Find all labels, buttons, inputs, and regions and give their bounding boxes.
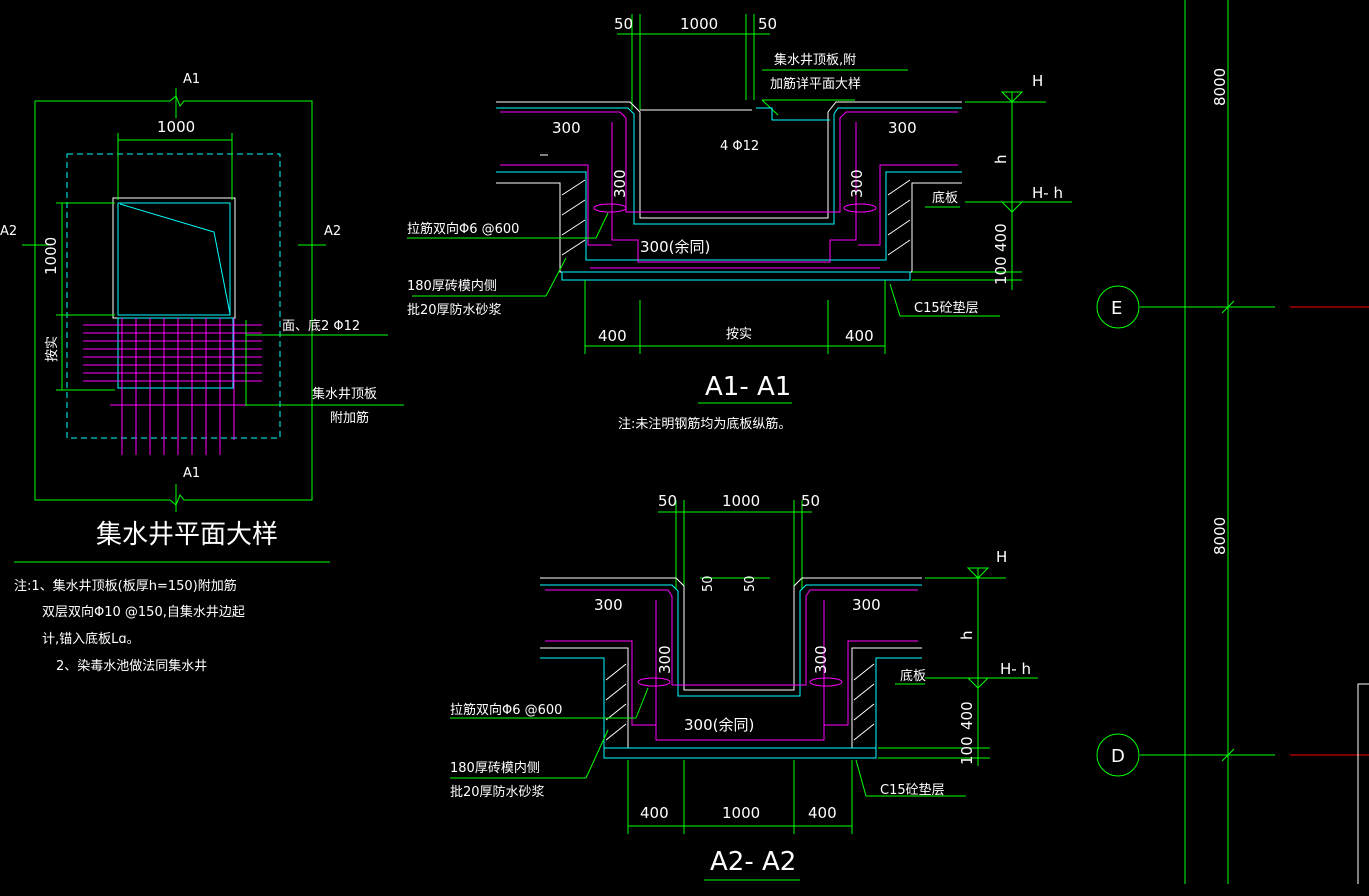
a1-dim-400-r: 400 xyxy=(845,327,874,345)
grid-dim-top: 8000 xyxy=(1211,68,1229,106)
a2-dim-mid: 1000 xyxy=(722,804,760,822)
a2-dim-300-vl: 300 xyxy=(656,645,674,674)
a2-dim-400-l: 400 xyxy=(640,804,669,822)
grid-axes: E D 8000 8000 xyxy=(1096,0,1369,884)
a1-dim-300-bot: 300(余同) xyxy=(640,238,710,256)
plan-dim-side: 1000 xyxy=(42,237,60,275)
a1-lvl-h: H xyxy=(1032,72,1043,90)
a1-dim-400-l: 400 xyxy=(598,327,627,345)
a1-brick-2: 批20厚防水砂浆 xyxy=(407,302,502,318)
plan-label-rebar: 面、底2 Φ12 xyxy=(282,318,360,334)
axis-e-circle xyxy=(1096,285,1140,329)
plan-label-top-slab-1: 集水井顶板 xyxy=(312,386,377,402)
a2-dim-300-l: 300 xyxy=(594,596,623,614)
a1-label-top-1: 集水井顶板,附 xyxy=(774,52,856,68)
a1-dim-50-r: 50 xyxy=(758,15,777,33)
plan-rebar-grid xyxy=(83,318,262,455)
a1-dim-300-vl: 300 xyxy=(611,169,629,198)
a1-note: 注:未注明钢筋均为底板纵筋。 xyxy=(618,416,791,432)
a2-tie: 拉筋双向Φ6 @600 xyxy=(450,702,562,718)
plan-pit-slope xyxy=(119,203,231,315)
plan-title: 集水井平面大样 xyxy=(96,520,278,550)
a2-dim-50-vl: 50 xyxy=(701,575,716,592)
plan-pit-outer xyxy=(112,197,236,319)
a2-dim-50-vr: 50 xyxy=(743,575,758,592)
note-line-2: 双层双向Φ10 @150,自集水井边起 xyxy=(42,604,245,620)
plan-dim-top: 1000 xyxy=(157,118,195,136)
plan-pit-inner xyxy=(117,202,231,316)
a1-dim-300-r: 300 xyxy=(888,119,917,137)
a1-title: A1- A1 xyxy=(705,372,791,402)
a1-dim-100v: 100 xyxy=(992,256,1010,285)
plan-label-top-slab-2: 附加筋 xyxy=(330,410,369,426)
a2-dim-300-r: 300 xyxy=(852,596,881,614)
a2-dim-300-bot: 300(余同) xyxy=(684,716,754,734)
a2-dim-100v: 100 xyxy=(958,736,976,765)
section-a2: 50 1000 50 50 50 300 300 300 300 300(余同)… xyxy=(450,492,1038,881)
a1-tie: 拉筋双向Φ6 @600 xyxy=(407,221,519,237)
note-line-1: 注:1、集水井顶板(板厚h=150)附加筋 xyxy=(14,578,237,594)
a1-dim-mid: 按实 xyxy=(726,327,752,342)
section-a1: 50 1000 50 集水井顶板,附 加筋详平面大样 4 Φ12 300 300… xyxy=(407,14,1072,432)
a1-dim-400v: 400 xyxy=(992,223,1010,252)
plan-dim-side2: 按实 xyxy=(45,336,60,362)
axis-d-label: D xyxy=(1111,746,1125,767)
axis-d-circle xyxy=(1096,733,1140,777)
a1-label-top-2: 加筋详平面大样 xyxy=(770,76,861,92)
status-bar xyxy=(0,884,1369,896)
plan-sec-a1-top: A1 xyxy=(183,72,200,87)
a1-brick-1: 180厚砖模内侧 xyxy=(407,278,497,294)
plan-sec-a2-left: A2 xyxy=(0,224,17,239)
a2-brick-2: 批20厚防水砂浆 xyxy=(450,784,545,800)
plan-notes: 注:1、集水井顶板(板厚h=150)附加筋 双层双向Φ10 @150,自集水井边… xyxy=(14,578,245,674)
plan-sec-a2-right: A2 xyxy=(324,224,341,239)
plan-sec-a1-bottom: A1 xyxy=(183,466,200,481)
plan-outer-boundary xyxy=(34,95,313,506)
note-line-3: 计,锚入底板Lɑ。 xyxy=(42,631,140,647)
a2-dim-1000: 1000 xyxy=(722,492,760,510)
a2-dim-h: h xyxy=(958,630,976,640)
a1-cushion: C15砼垫层 xyxy=(914,300,979,316)
a2-dim-50-r: 50 xyxy=(801,492,820,510)
a1-dim-1000: 1000 xyxy=(680,15,718,33)
a2-brick-1: 180厚砖模内侧 xyxy=(450,760,540,776)
note-line-4: 2、染毒水池做法同集水井 xyxy=(56,658,207,674)
a2-dim-50-l: 50 xyxy=(658,492,677,510)
a2-dim-300-vr: 300 xyxy=(812,645,830,674)
a1-dim-50-l: 50 xyxy=(614,15,633,33)
a2-dim-400v: 400 xyxy=(958,701,976,730)
a1-dim-h: h xyxy=(992,154,1010,164)
a2-lvl-h: H xyxy=(996,548,1007,566)
a1-dim-300-vr: 300 xyxy=(848,169,866,198)
grid-dim-bottom: 8000 xyxy=(1211,517,1229,555)
a2-lvl-hh: H- h xyxy=(1000,660,1031,678)
a2-dim-400-r: 400 xyxy=(808,804,837,822)
a2-base: 底板 xyxy=(900,668,926,684)
plan-dashed-outline xyxy=(66,153,281,439)
a2-cushion: C15砼垫层 xyxy=(880,782,945,798)
a1-rebar-4: 4 Φ12 xyxy=(720,139,759,154)
a1-lvl-hh: H- h xyxy=(1032,184,1063,202)
plan-view: A1 A1 A2 A2 1000 1000 按实 面、底2 Φ12 集水井顶板 … xyxy=(0,72,404,563)
a1-concrete-left xyxy=(496,101,962,219)
a1-dim-300-l: 300 xyxy=(552,119,581,137)
plan-lower-box xyxy=(117,317,234,389)
a1-base: 底板 xyxy=(932,190,958,206)
axis-e-label: E xyxy=(1111,298,1122,319)
a2-title: A2- A2 xyxy=(710,847,796,877)
